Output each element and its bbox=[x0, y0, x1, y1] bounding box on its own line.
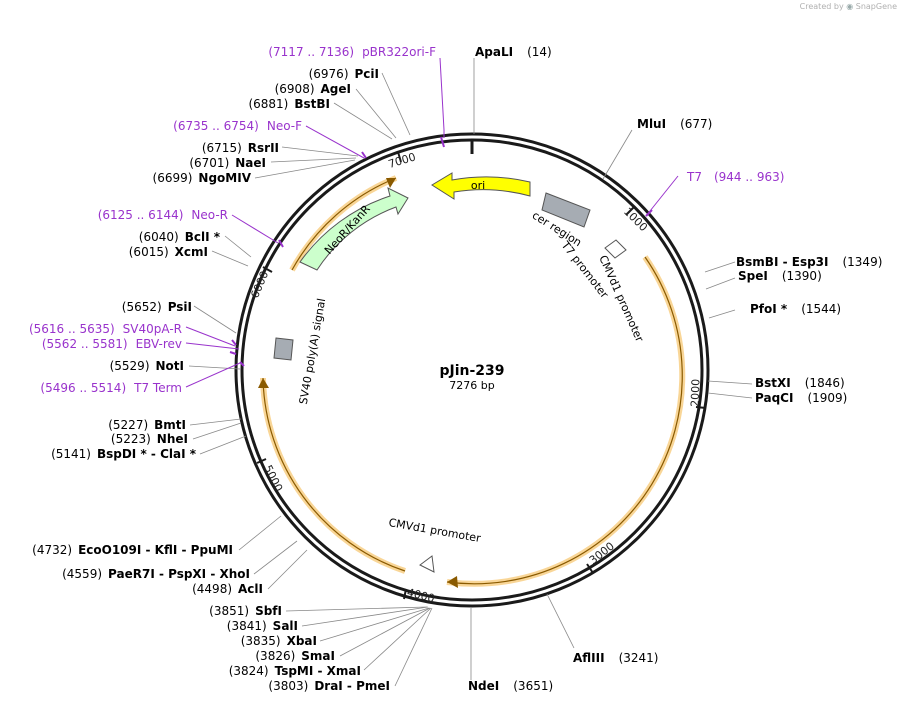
primer-pbr322ori-f[interactable]: (7117 .. 7136)pBR322ori-F bbox=[268, 45, 436, 59]
enzyme-xbai[interactable]: (3835)XbaI bbox=[241, 634, 317, 648]
enzyme-smai[interactable]: (3826)SmaI bbox=[255, 649, 335, 663]
cer-region-feature[interactable] bbox=[541, 192, 591, 228]
primer-t7-term[interactable]: (5496 .. 5514)T7 Term bbox=[40, 381, 182, 395]
neokan-feature[interactable] bbox=[299, 187, 409, 271]
enzyme-bsmbi[interactable]: BsmBI - Esp3I(1349) bbox=[736, 255, 882, 269]
tick-6000: 6000 bbox=[248, 269, 271, 300]
enzyme-xcmi[interactable]: (6015)XcmI bbox=[129, 245, 208, 259]
credit-prefix: Created by bbox=[799, 2, 844, 11]
enzyme-afliii[interactable]: AflIII(3241) bbox=[573, 651, 658, 665]
tick-4000: 4000 bbox=[406, 586, 436, 605]
enzyme-bstbi[interactable]: (6881)BstBI bbox=[248, 97, 330, 111]
enzyme-pfoi[interactable]: PfoI *(1544) bbox=[750, 302, 841, 316]
enzyme-noti[interactable]: (5529)NotI bbox=[110, 359, 184, 373]
enzyme-bmti[interactable]: (5227)BmtI bbox=[108, 418, 186, 432]
enzyme-naei[interactable]: (6701)NaeI bbox=[189, 156, 266, 170]
primer-neo-r[interactable]: (6125 .. 6144)Neo-R bbox=[98, 208, 228, 222]
enzyme-paer7i-pspxi-xhoi[interactable]: (4559)PaeR7I - PspXI - XhoI bbox=[62, 567, 250, 581]
cmvd1-promoter-bottom-label: CMVd1 promoter bbox=[388, 516, 483, 545]
ori-label: ori bbox=[471, 179, 485, 192]
snapgene-logo-icon: ◉ bbox=[846, 2, 854, 11]
orf-line-right bbox=[446, 256, 683, 585]
enzyme-spei[interactable]: SpeI(1390) bbox=[738, 269, 822, 283]
tick-5000: 5000 bbox=[261, 463, 285, 494]
enzyme-bcli[interactable]: (6040)BclI * bbox=[139, 230, 221, 244]
orf-arrowhead-left-lower bbox=[258, 378, 269, 388]
tick-2000: 2000 bbox=[689, 379, 703, 407]
sv40-polya-label: SV40 poly(A) signal bbox=[297, 297, 328, 405]
snapgene-credit: Created by ◉ SnapGene bbox=[800, 2, 897, 11]
enzyme-sbfi[interactable]: (3851)SbfI bbox=[209, 604, 282, 618]
primer-leaders bbox=[185, 57, 679, 388]
leader-lines bbox=[188, 58, 753, 687]
cmv-top-arrow-icon bbox=[604, 239, 627, 259]
enzyme-pcii[interactable]: (6976)PciI bbox=[309, 67, 379, 81]
plasmid-name: pJin-239 bbox=[439, 363, 504, 379]
enzyme-ndei[interactable]: NdeI(3651) bbox=[468, 679, 553, 693]
enzyme-psii[interactable]: (5652)PsiI bbox=[122, 300, 192, 314]
ori-feature[interactable] bbox=[431, 172, 531, 200]
primer-labels: (7117 .. 7136)pBR322ori-F T7(944 .. 963)… bbox=[29, 45, 784, 395]
orf-arc-right bbox=[446, 255, 686, 587]
enzyme-labels-left: (3803)DraI - PmeI (3824)TspMI - XmaI (38… bbox=[32, 67, 390, 693]
enzyme-drai-pmei[interactable]: (3803)DraI - PmeI bbox=[268, 679, 390, 693]
enzyme-rsrii[interactable]: (6715)RsrII bbox=[202, 141, 279, 155]
primer-sv40pa-r[interactable]: (5616 .. 5635)SV40pA-R bbox=[29, 322, 182, 336]
enzyme-mlui[interactable]: MluI(677) bbox=[637, 117, 712, 131]
sv40-feature[interactable] bbox=[273, 337, 294, 361]
enzyme-ngomiv[interactable]: (6699)NgoMIV bbox=[153, 171, 252, 185]
plasmid-backbone bbox=[234, 132, 710, 608]
enzyme-nhei[interactable]: (5223)NheI bbox=[111, 432, 188, 446]
enzyme-acli[interactable]: (4498)AclI bbox=[192, 582, 263, 596]
orf-arc-left-lower bbox=[260, 377, 406, 574]
enzyme-paqci[interactable]: PaqCI(1909) bbox=[755, 391, 847, 405]
enzyme-bspdi-clai[interactable]: (5141)BspDI * - ClaI * bbox=[51, 447, 197, 461]
orf-line-left-lower bbox=[262, 377, 406, 572]
orf-arrowhead-left-upper bbox=[386, 178, 396, 188]
primer-ebv-rev[interactable]: (5562 .. 5581)EBV-rev bbox=[42, 337, 182, 351]
enzyme-ecoo109i-kfli-ppumi[interactable]: (4732)EcoO109I - KflI - PpuMI bbox=[32, 543, 233, 557]
primer-neo-f[interactable]: (6735 .. 6754)Neo-F bbox=[173, 119, 302, 133]
orf-arcs bbox=[258, 175, 686, 588]
plasmid-length: 7276 bp bbox=[449, 379, 494, 392]
enzyme-tspmi-xmai[interactable]: (3824)TspMI - XmaI bbox=[229, 664, 361, 678]
enzyme-apali[interactable]: ApaLI(14) bbox=[475, 45, 552, 59]
orf-arrowhead-right bbox=[447, 576, 458, 588]
enzyme-agei[interactable]: (6908)AgeI bbox=[275, 82, 351, 96]
enzyme-bstxi[interactable]: BstXI(1846) bbox=[755, 376, 845, 390]
credit-brand: SnapGene bbox=[855, 2, 897, 11]
enzyme-labels: ApaLI(14) MluI(677) BsmBI - Esp3I(1349) … bbox=[468, 45, 882, 693]
primer-t7[interactable]: T7(944 .. 963) bbox=[686, 170, 784, 184]
enzyme-sali[interactable]: (3841)SalI bbox=[227, 619, 298, 633]
cmvd1-promoter-top-label: CMVd1 promoter bbox=[596, 253, 646, 344]
cmv-bottom-arrow-icon bbox=[419, 555, 435, 573]
orf-line-left-upper bbox=[291, 177, 397, 271]
